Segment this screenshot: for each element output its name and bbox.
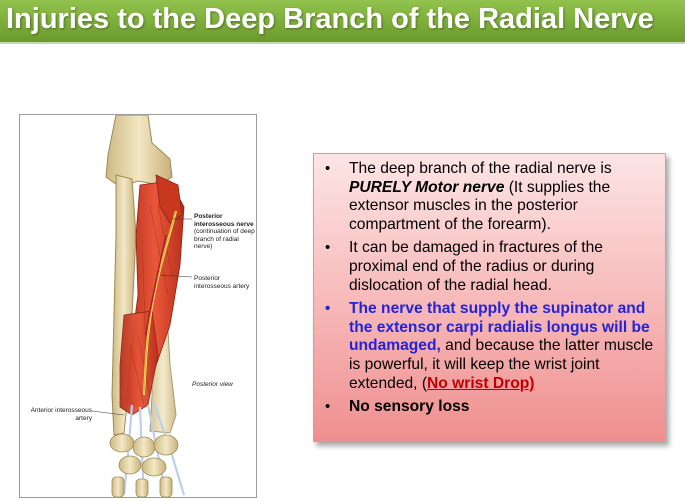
bullet-item-3: • The nerve that supply the supinator an… <box>324 300 657 393</box>
title-bar: Injuries to the Deep Branch of the Radia… <box>0 0 685 44</box>
label-pin-bold: Posterior interosseous nerve <box>194 213 254 228</box>
label-pin-sub: (continuation of deep branch of radial n… <box>194 228 255 250</box>
bullet-marker: • <box>325 160 331 177</box>
bullet-2-text: It can be damaged in fractures of the pr… <box>349 239 603 294</box>
bullet-box: • The deep branch of the radial nerve is… <box>313 153 666 442</box>
bullet-1-rest: (It supplies the extensor muscles in the… <box>349 178 611 233</box>
bullet-marker: • <box>325 300 331 318</box>
bullet-item-2: • It can be damaged in fractures of the … <box>324 239 657 295</box>
bullet-item-1: • The deep branch of the radial nerve is… <box>324 160 657 234</box>
ulna-bone <box>111 174 137 436</box>
posterior-interosseous-artery <box>145 234 167 336</box>
label-posterior-interosseous-artery: Posterior interosseous artery <box>194 275 250 290</box>
bullet-item-4: • No sensory loss <box>324 398 657 417</box>
slide-title: Injuries to the Deep Branch of the Radia… <box>6 3 654 35</box>
bullet-4-text: No sensory loss <box>349 398 470 416</box>
bullet-3-middle: and because the latter muscle is powerfu… <box>349 337 654 392</box>
bullet-1-intro: The deep branch of the radial nerve is <box>349 160 612 177</box>
label-posterior-interosseous-nerve: Posterior interosseous nerve (continuati… <box>194 213 256 251</box>
bullet-list: • The deep branch of the radial nerve is… <box>324 160 657 417</box>
bullet-marker: • <box>325 398 331 416</box>
forearm-drawing <box>91 115 193 497</box>
leader-lines <box>91 218 193 416</box>
label-anterior-interosseous-artery: Anterior interosseous artery <box>30 407 92 422</box>
forearm-illustration: Posterior interosseous nerve (continuati… <box>19 114 257 498</box>
bullet-3-highlight: The nerve that supply the supinator and … <box>349 300 650 355</box>
bullet-1-emphasis: PURELY Motor nerve <box>349 178 505 196</box>
label-posterior-view: Posterior view <box>192 381 233 388</box>
bullet-marker: • <box>325 239 331 257</box>
carpal-bones <box>109 433 179 497</box>
no-wrist-drop-link[interactable]: No wrist Drop) <box>427 374 535 392</box>
